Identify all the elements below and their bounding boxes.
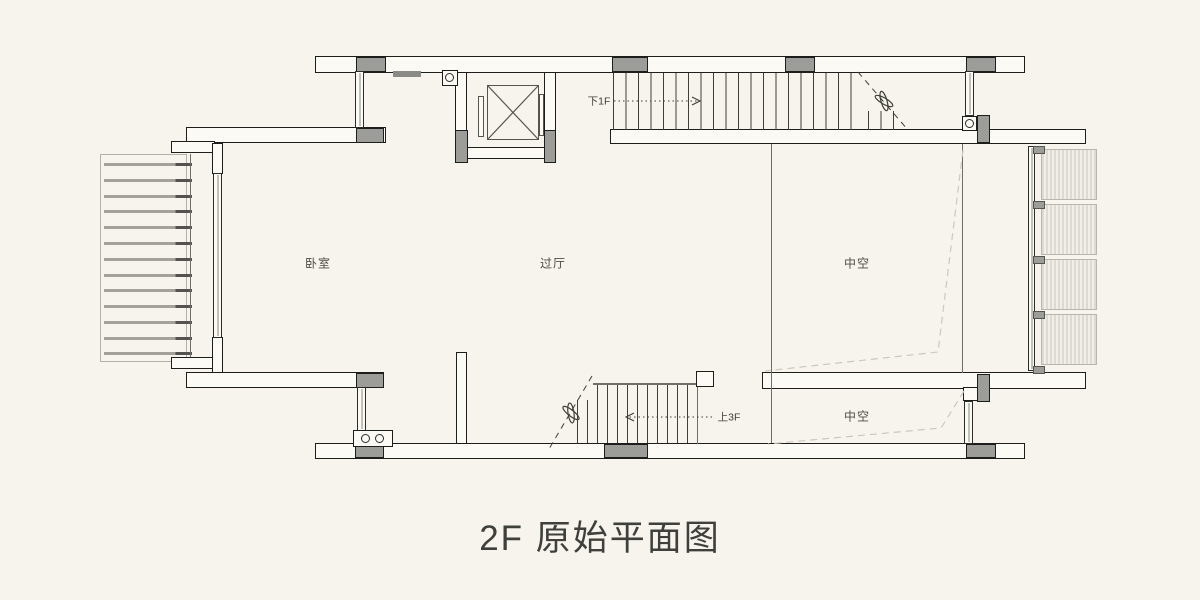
wall-segment-bedroom-bottom bbox=[186, 372, 384, 388]
room-label-void-lower: 中空 bbox=[843, 409, 871, 424]
column-block bbox=[604, 444, 648, 458]
wall-segment-bottom bbox=[315, 443, 1025, 459]
elevator-shaft-right-wall bbox=[544, 72, 556, 132]
column-marker-icon bbox=[442, 70, 458, 86]
louver-shade-panel bbox=[1041, 259, 1097, 310]
page-title: 2F 原始平面图 bbox=[479, 519, 721, 558]
wall-stub-left-bottom bbox=[212, 337, 223, 373]
deck-edge-line bbox=[190, 154, 191, 362]
stair-newel-post bbox=[696, 371, 714, 387]
column-block bbox=[977, 374, 990, 402]
column-block bbox=[966, 57, 996, 72]
column-marker-icon bbox=[962, 116, 977, 131]
pergola-bar bbox=[104, 321, 192, 324]
column-block bbox=[966, 444, 996, 458]
void-boundary-line bbox=[962, 144, 963, 373]
pergola-bar bbox=[104, 226, 192, 229]
pergola-bar bbox=[104, 305, 192, 308]
elevator-guide-rail bbox=[478, 96, 484, 137]
pergola-bar bbox=[104, 195, 192, 198]
panel-bracket bbox=[1033, 256, 1045, 264]
stair-flight-top-partial bbox=[868, 111, 902, 130]
equipment-fixture bbox=[353, 430, 393, 447]
louver-shade-panel bbox=[1041, 314, 1097, 365]
wall-segment-stair-landing bbox=[610, 129, 1086, 144]
pergola-bar bbox=[104, 274, 192, 277]
column-block bbox=[977, 115, 990, 143]
elevator-car bbox=[487, 85, 539, 140]
pergola-bar bbox=[104, 258, 192, 261]
stair-flight-bottom-partial bbox=[577, 400, 598, 443]
wall-stub-hall-divider bbox=[456, 352, 467, 444]
void-boundary-dash bbox=[764, 149, 965, 445]
wall-stub-left-top bbox=[212, 143, 223, 174]
column-block bbox=[612, 57, 648, 72]
room-label-hall: 过厅 bbox=[539, 256, 567, 271]
void-boundary-line bbox=[771, 144, 772, 443]
window bbox=[355, 71, 364, 128]
panel-bracket bbox=[1033, 311, 1045, 319]
pergola-bar bbox=[104, 242, 192, 245]
wall-segment-top bbox=[315, 56, 1025, 73]
stair-flight-top bbox=[613, 73, 853, 130]
column-block bbox=[785, 57, 815, 72]
wall-stub-terrace-bottom bbox=[171, 357, 215, 369]
pergola-bar bbox=[104, 352, 192, 355]
window bbox=[964, 401, 973, 444]
elevator-door-sill bbox=[466, 147, 546, 159]
louver-shade-panel bbox=[1041, 204, 1097, 255]
panel-bracket bbox=[1033, 201, 1045, 209]
room-label-bedroom: 卧室 bbox=[304, 256, 332, 271]
stair-label-up: 上3F bbox=[717, 411, 741, 424]
beam-ledge bbox=[393, 71, 421, 77]
stair-flight-bottom bbox=[597, 385, 698, 443]
stair-edge-line bbox=[593, 383, 714, 385]
pergola-bar bbox=[104, 179, 192, 182]
column-block bbox=[544, 130, 556, 163]
window bbox=[965, 71, 974, 116]
louver-shade-panel bbox=[1041, 149, 1097, 200]
room-label-void-upper: 中空 bbox=[843, 256, 871, 271]
column-block bbox=[455, 130, 468, 163]
stair-label-down: 下1F bbox=[587, 95, 611, 108]
wall-stub-right-step bbox=[963, 387, 978, 401]
wall-stub-terrace-top bbox=[171, 141, 215, 153]
panel-bracket bbox=[1033, 366, 1045, 374]
pergola-bar bbox=[104, 337, 192, 340]
pergola-bar bbox=[104, 289, 192, 292]
column-block bbox=[356, 373, 384, 388]
window bbox=[213, 173, 222, 338]
stair-edge-line bbox=[697, 387, 698, 444]
pergola-bar bbox=[104, 210, 192, 213]
panel-bracket bbox=[1033, 146, 1045, 154]
wall-segment-bedroom-top bbox=[186, 127, 386, 143]
pergola-bar bbox=[104, 163, 192, 166]
column-block bbox=[356, 57, 386, 72]
column-block bbox=[356, 128, 384, 143]
wall-segment-void-divider bbox=[762, 372, 1086, 389]
elevator-guide-rail bbox=[539, 94, 544, 136]
window bbox=[357, 387, 366, 431]
